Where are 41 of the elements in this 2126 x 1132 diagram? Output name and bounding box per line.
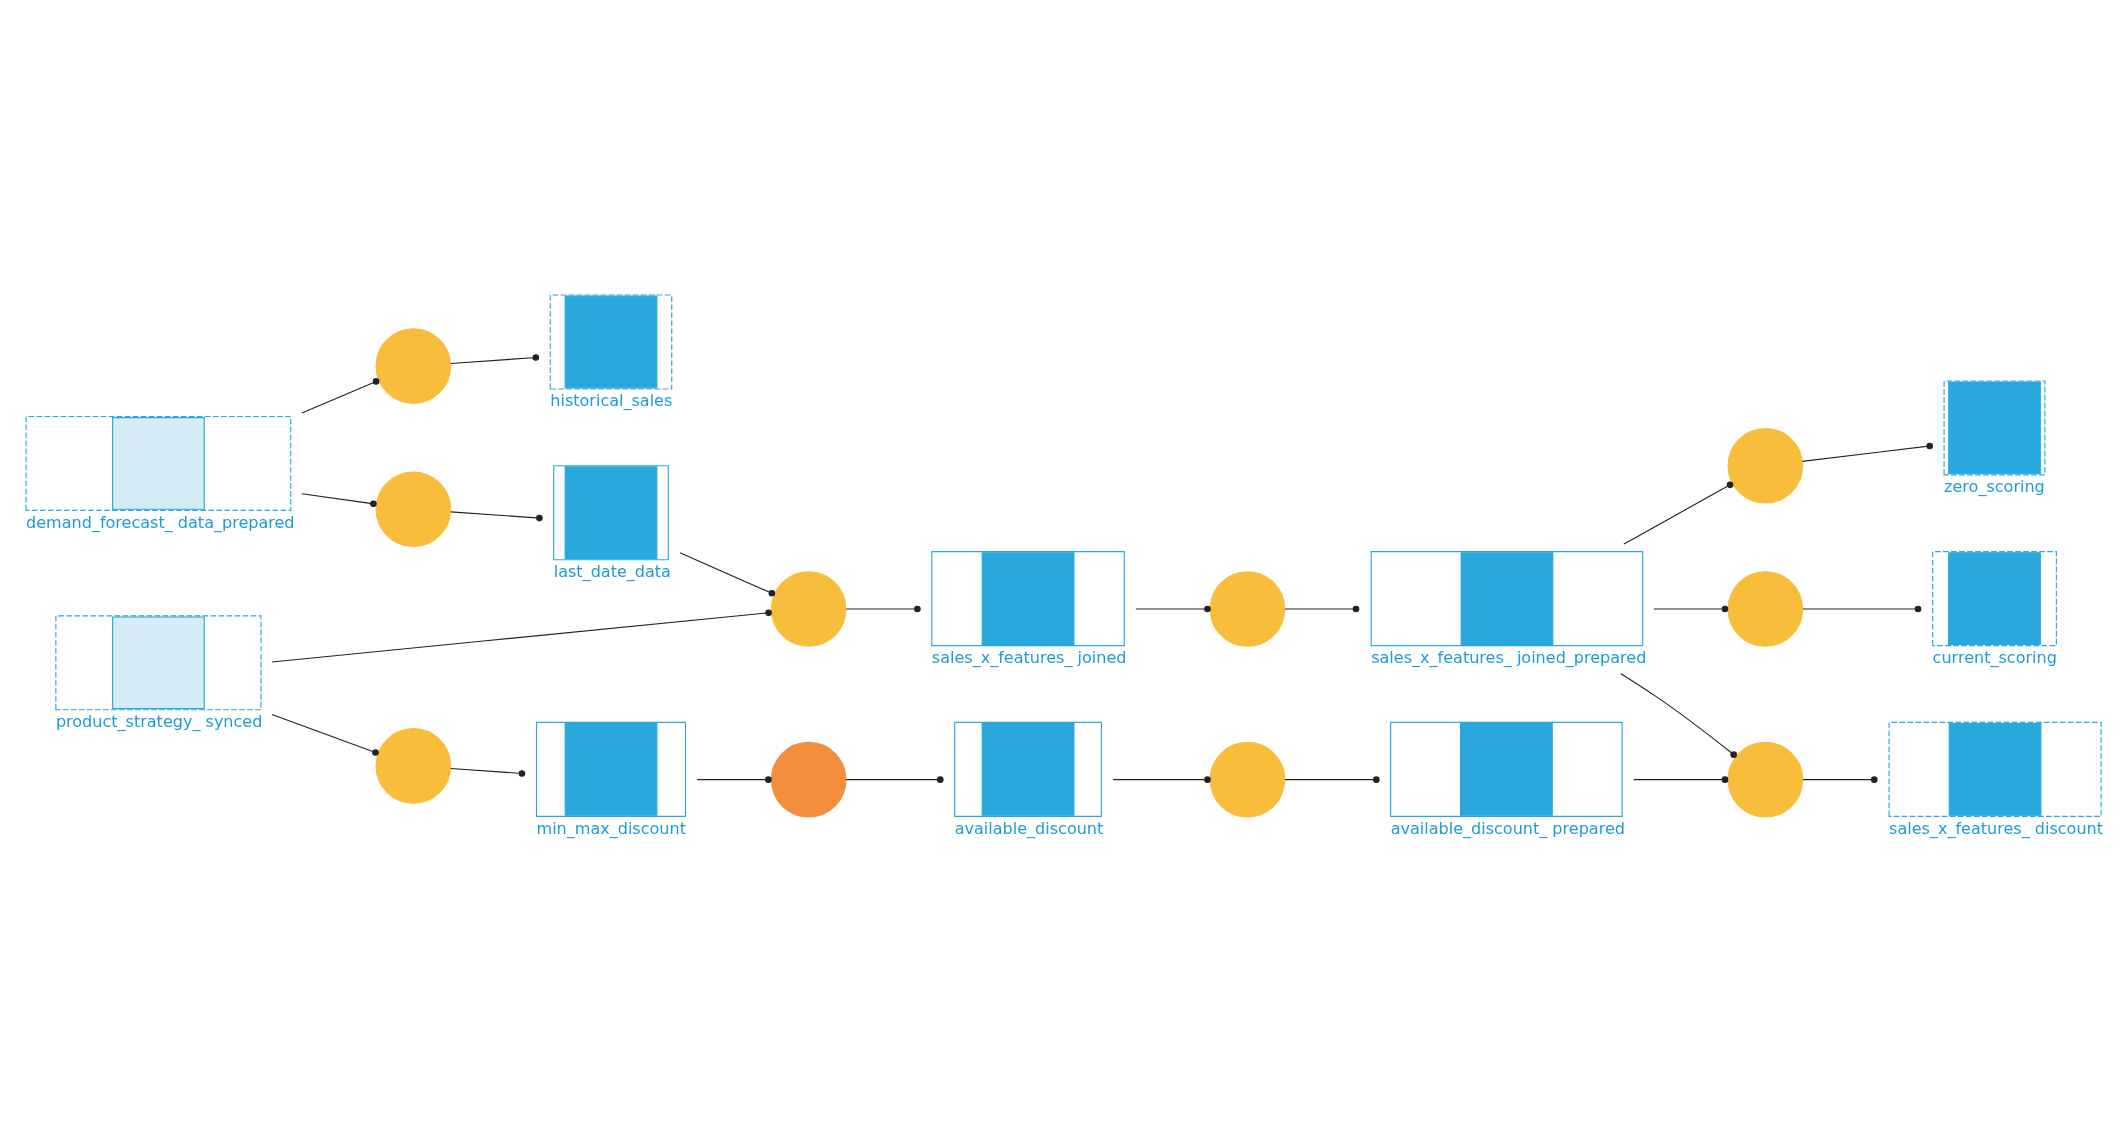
node-label: product_strategy_ synced [55,712,263,732]
node-label: historical_sales [550,391,673,411]
connector [450,511,543,522]
connector [1112,776,1211,783]
node-label: min_max_discount [536,818,686,838]
node-circle [375,471,452,548]
node-label: available_discount_ prepared [1390,818,1625,838]
connector [301,378,380,414]
connector [271,713,379,756]
connector [845,605,921,613]
node-label: available_discount [954,818,1104,838]
connector [271,609,772,663]
connector [1620,673,1737,758]
connector [450,767,526,777]
node-circle [1727,571,1804,647]
node-circle [375,328,452,404]
node-label: current_scoring [1932,648,2057,668]
connector [1653,605,1729,613]
connector [1633,776,1729,783]
node-label: last_date_data [553,562,671,582]
node-circle [1209,571,1286,647]
connector [1284,776,1380,783]
connector [1802,776,1878,783]
node-label: demand_forecast_ data_prepared [26,512,295,532]
connector [1135,605,1211,613]
node-circle [770,741,847,818]
node-label: sales_x_features_ joined [931,648,1127,668]
connector [450,354,540,365]
connector [1801,442,1933,462]
node-label: sales_x_features_ joined_prepared [1371,648,1647,668]
node-label: zero_scoring [1944,477,2045,497]
connector [301,493,377,508]
connector [696,776,772,783]
node-label: sales_x_features_ discount [1889,818,2104,838]
connector [679,552,776,597]
connector [845,776,944,783]
connector [1802,605,1922,613]
node-circle [1209,741,1286,818]
connector [1284,605,1360,613]
connector [1623,481,1734,545]
node-circle [375,728,452,804]
